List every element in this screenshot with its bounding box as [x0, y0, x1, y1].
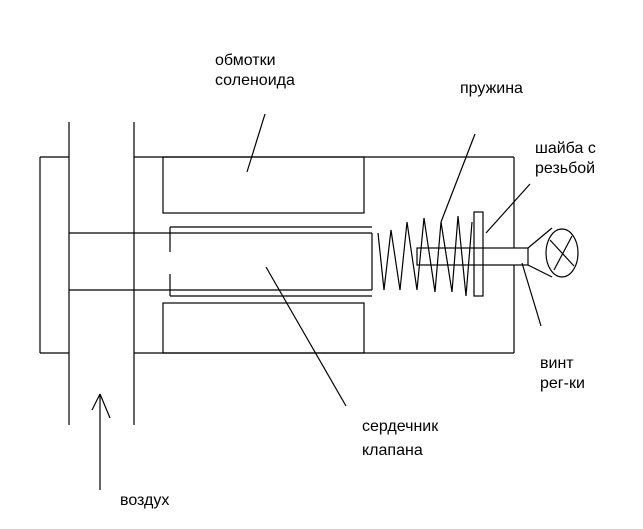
threaded-washer-label: шайба с [535, 140, 596, 157]
valve-bore [69, 232, 373, 291]
valve-core [169, 226, 372, 297]
adjusting-screw [416, 227, 579, 278]
adjusting-screw-label-line2: рег-ки [540, 375, 585, 392]
adjusting-screw-label: винт [540, 355, 574, 372]
threaded-washer-label-line2: резьбой [535, 160, 595, 177]
lower-coil-winding [162, 302, 365, 354]
solenoid-housing [134, 156, 515, 354]
solenoid-windings-label: обмотки [215, 52, 276, 69]
valve-core-label-line2: клапана [362, 442, 423, 459]
spring [377, 215, 473, 297]
air-flow-arrow [91, 393, 111, 490]
valve-core-label: сердечник [362, 418, 439, 435]
upper-coil-winding [162, 156, 365, 214]
air-label: воздух [120, 492, 169, 509]
leader-lines [246, 113, 542, 407]
threaded-washer [473, 211, 484, 297]
solenoid-windings-label-line2: соленоида [215, 72, 295, 89]
spring-label: пружина [460, 80, 523, 97]
air-pipe [39, 122, 135, 425]
